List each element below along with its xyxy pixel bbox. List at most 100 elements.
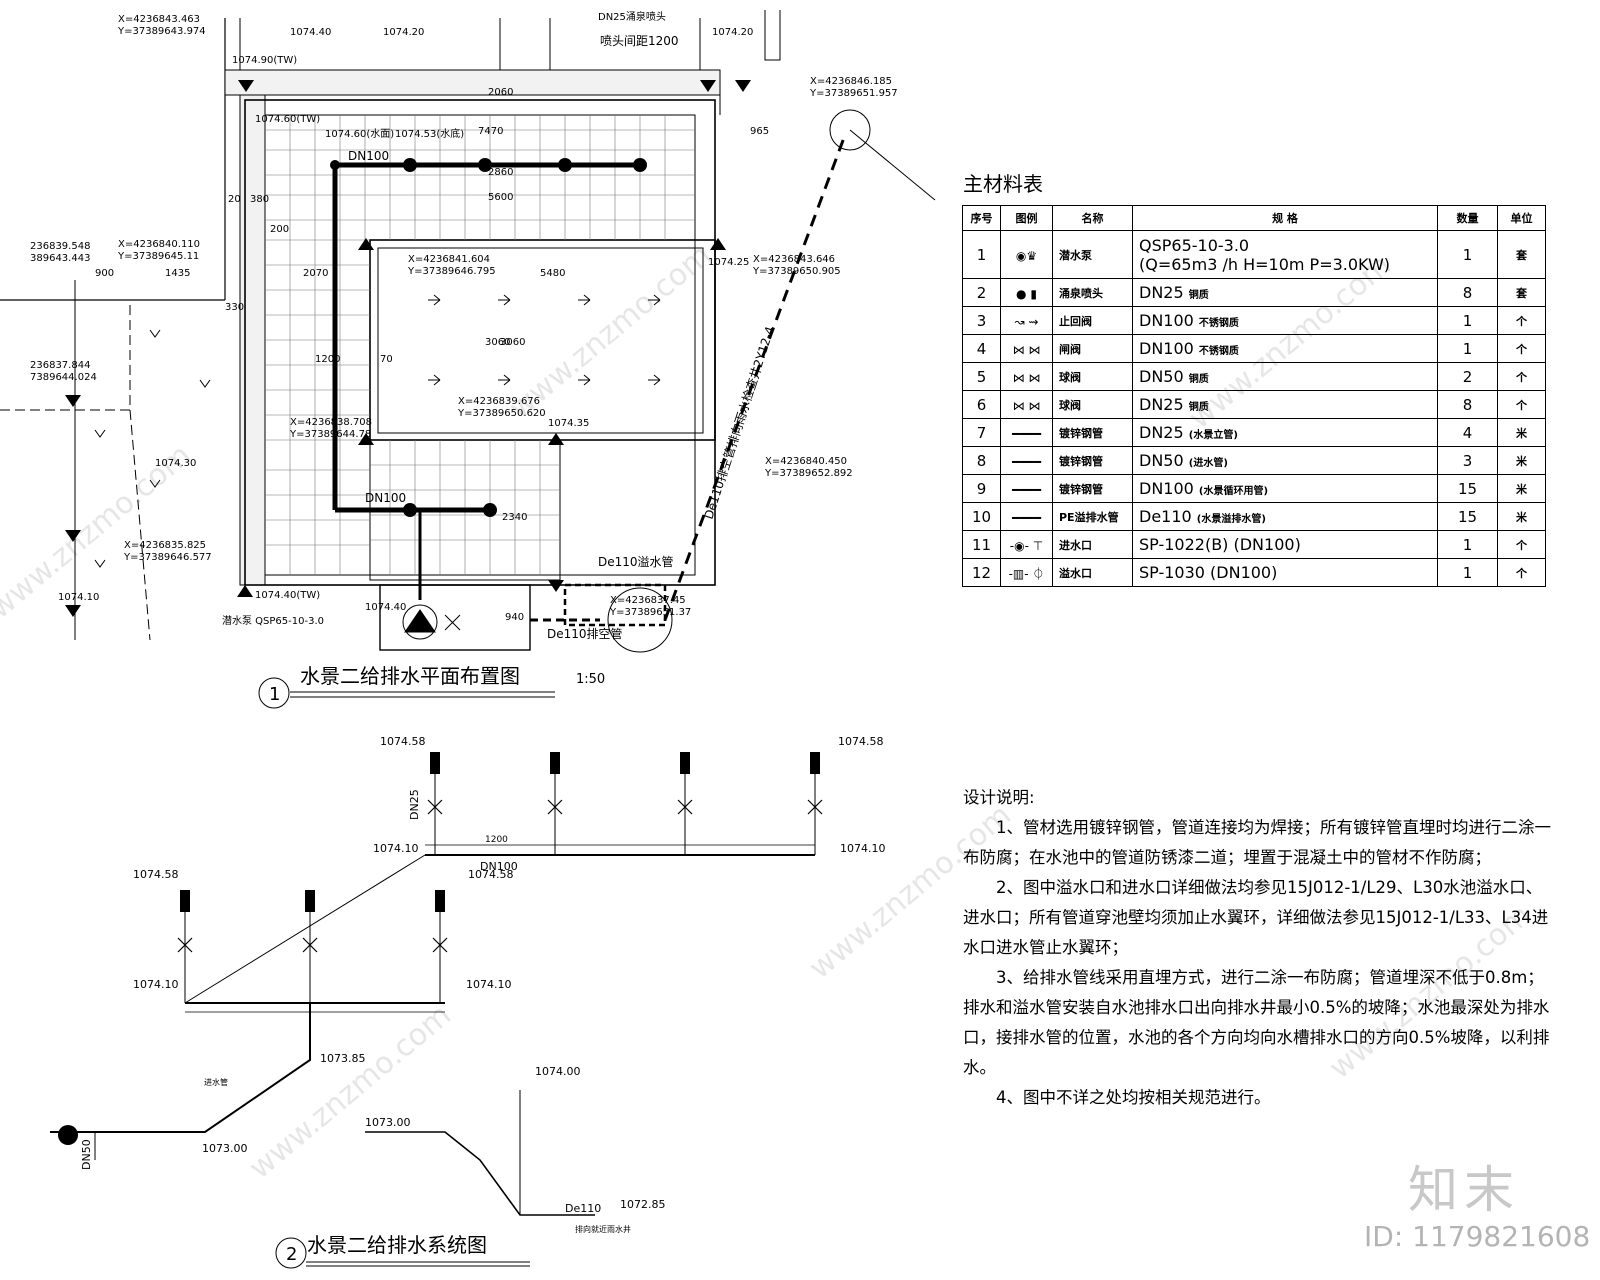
coord-x: X=4236839.676 bbox=[458, 396, 540, 407]
elevation-label: 1072.85 bbox=[620, 1198, 666, 1211]
item-qty: 2 bbox=[1437, 362, 1498, 391]
pipe-line-icon: ━━━━ bbox=[1000, 474, 1053, 503]
column-header: 单位 bbox=[1497, 205, 1546, 231]
coord-y: Y=37389650.620 bbox=[457, 408, 546, 419]
elevation-label: 1074.58 bbox=[838, 735, 884, 748]
dimension-label: 3060 bbox=[485, 337, 510, 348]
nozzle-symbol-icon: ● ▮ bbox=[1000, 278, 1053, 307]
elevation-label: 1074.58 bbox=[380, 735, 426, 748]
item-qty: 15 bbox=[1437, 474, 1498, 503]
item-unit: 个 bbox=[1497, 530, 1546, 559]
column-header: 名称 bbox=[1052, 205, 1133, 231]
item-unit: 米 bbox=[1497, 474, 1546, 503]
dimension-label: 900 bbox=[95, 268, 114, 279]
item-spec: DN25 铜质 bbox=[1132, 278, 1438, 307]
coord-x: 236837.844 bbox=[30, 360, 90, 371]
pipe-line-icon: ━━━━ bbox=[1000, 502, 1053, 531]
dimension-label: 200 bbox=[270, 224, 289, 235]
dimension-label: 20 bbox=[228, 194, 241, 205]
elevation-label: 1074.20 bbox=[712, 27, 753, 38]
item-unit: 米 bbox=[1497, 418, 1546, 447]
coord-x: 236839.548 bbox=[30, 241, 90, 252]
elevation-label: 1074.00 bbox=[535, 1065, 581, 1078]
item-spec: SP-1022(B) (DN100) bbox=[1132, 530, 1438, 559]
table-row: 1 ◉♛ 潜水泵 QSP65-10-3.0(Q=65m3 /h H=10m P=… bbox=[962, 230, 1546, 279]
item-unit: 个 bbox=[1497, 362, 1546, 391]
table-row: 4 ⋈ ⋈ 闸阀 DN100 不锈钢质 1 个 bbox=[962, 334, 1546, 363]
item-spec: DN25 (水景立管) bbox=[1132, 418, 1438, 447]
table-row: 6 ⋈ ⋈ 球阀 DN25 铜质 8 个 bbox=[962, 390, 1546, 419]
item-spec: DN100 不锈钢质 bbox=[1132, 334, 1438, 363]
row-number: 5 bbox=[962, 362, 1001, 391]
item-name: PE溢排水管 bbox=[1052, 502, 1133, 531]
row-number: 9 bbox=[962, 474, 1001, 503]
pipe-line-icon: ━━━━ bbox=[1000, 446, 1053, 475]
item-spec: DN50 铜质 bbox=[1132, 362, 1438, 391]
coord-x: X=4236835.825 bbox=[124, 540, 206, 551]
item-name: 镀锌钢管 bbox=[1052, 418, 1133, 447]
item-unit: 套 bbox=[1497, 230, 1546, 279]
note-item: 4、图中不详之处均按相关规范进行。 bbox=[996, 1088, 1271, 1107]
pipe-label: DN100 bbox=[348, 149, 389, 163]
coord-y: Y=37389646.577 bbox=[123, 552, 212, 563]
note-item: 3、给排水管线采用直埋方式，进行二涂一布防腐；管道埋深不低于0.8m；排水和溢水… bbox=[963, 968, 1550, 1077]
row-number: 3 bbox=[962, 306, 1001, 335]
pipe-label: De110溢水管 bbox=[598, 554, 674, 569]
dimension-label: 2340 bbox=[502, 512, 527, 523]
pipe-label: De110排空管 bbox=[547, 626, 623, 641]
item-spec: DN100 不锈钢质 bbox=[1132, 306, 1438, 335]
ball-valve-icon: ⋈ ⋈ bbox=[1000, 390, 1053, 419]
elevation-label: 1074.30 bbox=[155, 458, 196, 469]
coord-x: X=4236840.450 bbox=[765, 456, 847, 467]
item-name: 镀锌钢管 bbox=[1052, 474, 1133, 503]
coord-y: 389643.443 bbox=[30, 253, 90, 264]
ball-valve-icon: ⋈ ⋈ bbox=[1000, 362, 1053, 391]
table-row: 5 ⋈ ⋈ 球阀 DN50 铜质 2 个 bbox=[962, 362, 1546, 391]
coord-y: Y=37389644.78 bbox=[289, 429, 371, 440]
row-number: 4 bbox=[962, 334, 1001, 363]
check-valve-icon: ↝ ⇝ bbox=[1000, 306, 1053, 335]
item-name: 涌泉喷头 bbox=[1052, 278, 1133, 307]
elevation-label: 1074.60(水面) bbox=[325, 128, 394, 140]
coord-y: Y=37389651.37 bbox=[609, 607, 691, 618]
coord-x: X=4236841.604 bbox=[408, 254, 490, 265]
elevation-label: 1074.40 bbox=[290, 27, 331, 38]
materials-table: 序号 图例 名称 规 格 数量 单位 1 ◉♛ 潜水泵 QSP65-10-3.0… bbox=[962, 205, 1546, 587]
item-spec: SP-1030 (DN100) bbox=[1132, 558, 1438, 587]
pipe-label: De110 bbox=[565, 1202, 601, 1215]
elevation-label: 1074.90(TW) bbox=[232, 55, 297, 66]
plan-number-circle bbox=[258, 677, 290, 709]
item-unit: 米 bbox=[1497, 446, 1546, 475]
elevation-label: 1074.60(TW) bbox=[255, 114, 320, 125]
item-qty: 1 bbox=[1437, 530, 1498, 559]
item-qty: 1 bbox=[1437, 334, 1498, 363]
dimension-label: 940 bbox=[505, 612, 524, 623]
dimension-label: 3060 bbox=[500, 337, 525, 348]
dimension-label: 330 bbox=[225, 302, 244, 313]
design-notes: 设计说明: 1、管材选用镀锌钢管，管道连接均为焊接；所有镀锌管直埋时均进行二涂一… bbox=[963, 783, 1553, 1113]
pipe-label: 进水管 bbox=[204, 1077, 228, 1087]
flow-arrows bbox=[94, 294, 661, 568]
item-spec: DN25 铜质 bbox=[1132, 390, 1438, 419]
item-name: 镀锌钢管 bbox=[1052, 446, 1133, 475]
item-unit: 个 bbox=[1497, 306, 1546, 335]
elevation-label: 1074.53(水底) bbox=[395, 127, 464, 140]
elevation-label: 1074.58 bbox=[468, 868, 514, 881]
item-spec: DN100 (水景循环用管) bbox=[1132, 474, 1438, 503]
item-name: 球阀 bbox=[1052, 390, 1133, 419]
item-name: 进水口 bbox=[1052, 530, 1133, 559]
pipe-label: 排向就近雨水井 bbox=[575, 1224, 631, 1234]
elevation-label: 1074.10 bbox=[373, 842, 419, 855]
system-number-circle bbox=[275, 1237, 307, 1269]
dimension-label: 380 bbox=[250, 194, 269, 205]
elevation-label: 1074.20 bbox=[383, 27, 424, 38]
elevation-label: 1074.25 bbox=[708, 257, 749, 268]
watermark-logo: 知末 bbox=[1408, 1161, 1520, 1219]
elevation-label: 1074.10 bbox=[133, 978, 179, 991]
dimension-label: 1200 bbox=[315, 354, 340, 365]
overflow-symbol-icon: -▥- ⏀ bbox=[1000, 558, 1053, 587]
dimension-label: 70 bbox=[380, 354, 393, 365]
coord-x: X=4236838.708 bbox=[290, 417, 372, 428]
riser-group bbox=[58, 752, 823, 1145]
elevation-label: 1073.00 bbox=[202, 1142, 248, 1155]
